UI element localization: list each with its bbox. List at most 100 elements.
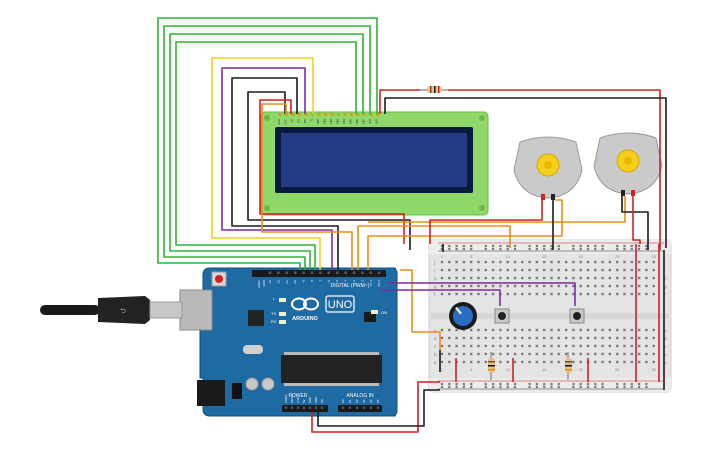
- breadboard-hole[interactable]: [477, 268, 480, 272]
- breadboard-hole[interactable]: [484, 360, 487, 364]
- rail-hole[interactable]: [623, 247, 626, 251]
- breadboard-hole[interactable]: [608, 336, 612, 340]
- breadboard-hole[interactable]: [557, 268, 560, 272]
- breadboard-hole[interactable]: [470, 276, 473, 280]
- breadboard-hole[interactable]: [477, 336, 480, 340]
- power-pin[interactable]: [320, 406, 324, 409]
- breadboard-hole[interactable]: [448, 260, 451, 264]
- breadboard-hole[interactable]: [499, 352, 502, 356]
- breadboard-hole[interactable]: [630, 360, 633, 364]
- rail-hole[interactable]: [440, 385, 444, 389]
- black-wire[interactable]: [247, 91, 411, 250]
- rail-hole[interactable]: [440, 247, 444, 251]
- breadboard-hole[interactable]: [477, 344, 480, 348]
- breadboard-hole[interactable]: [506, 344, 509, 348]
- breadboard-hole[interactable]: [470, 344, 473, 348]
- rail-hole[interactable]: [579, 382, 582, 386]
- usb-cable[interactable]: ⮌: [40, 296, 183, 324]
- breadboard-hole[interactable]: [652, 352, 655, 356]
- breadboard-hole[interactable]: [579, 352, 582, 356]
- breadboard-hole[interactable]: [586, 352, 590, 356]
- breadboard-hole[interactable]: [557, 352, 560, 356]
- breadboard-hole[interactable]: [477, 292, 480, 296]
- rail-hole[interactable]: [513, 385, 517, 389]
- breadboard-hole[interactable]: [572, 352, 575, 356]
- breadboard-hole[interactable]: [579, 292, 582, 296]
- rail-hole[interactable]: [645, 382, 648, 386]
- breadboard-hole[interactable]: [557, 360, 560, 364]
- breadboard-hole[interactable]: [623, 292, 626, 296]
- breadboard-hole[interactable]: [594, 276, 597, 280]
- red-wire[interactable]: [259, 99, 405, 244]
- rail-hole[interactable]: [543, 247, 546, 251]
- breadboard-hole[interactable]: [572, 360, 575, 364]
- breadboard-hole[interactable]: [601, 284, 604, 288]
- breadboard-hole[interactable]: [564, 268, 568, 272]
- red-wire[interactable]: [311, 381, 440, 433]
- analog-pin[interactable]: [355, 406, 359, 409]
- rail-hole[interactable]: [455, 247, 458, 251]
- rail-hole[interactable]: [455, 382, 458, 386]
- dc-motor-2[interactable]: [593, 132, 663, 196]
- breadboard-hole[interactable]: [637, 344, 641, 348]
- breadboard-hole[interactable]: [652, 268, 655, 272]
- orange-wire[interactable]: [367, 199, 563, 270]
- breadboard-hole[interactable]: [601, 360, 604, 364]
- breadboard-hole[interactable]: [535, 292, 539, 296]
- breadboard-hole[interactable]: [491, 276, 495, 280]
- breadboard-hole[interactable]: [521, 360, 524, 364]
- rail-hole[interactable]: [499, 385, 502, 389]
- breadboard-hole[interactable]: [637, 260, 641, 264]
- breadboard-hole[interactable]: [630, 328, 633, 332]
- rail-hole[interactable]: [638, 385, 641, 389]
- breadboard-hole[interactable]: [645, 336, 648, 340]
- breadboard-hole[interactable]: [645, 352, 648, 356]
- power-pin[interactable]: [308, 406, 312, 409]
- analog-pin[interactable]: [348, 406, 352, 409]
- breadboard-hole[interactable]: [528, 360, 531, 364]
- rail-hole[interactable]: [630, 382, 633, 386]
- rail-hole[interactable]: [616, 247, 619, 251]
- lcd-pin[interactable]: [278, 113, 282, 116]
- breadboard-hole[interactable]: [528, 344, 531, 348]
- breadboard-hole[interactable]: [543, 284, 546, 288]
- breadboard-hole[interactable]: [594, 292, 597, 296]
- rail-hole[interactable]: [586, 244, 590, 248]
- breadboard-hole[interactable]: [535, 284, 539, 288]
- rail-hole[interactable]: [448, 247, 451, 251]
- breadboard-hole[interactable]: [608, 352, 612, 356]
- digital-pin[interactable]: [319, 271, 322, 275]
- breadboard-hole[interactable]: [462, 352, 466, 356]
- breadboard-hole[interactable]: [499, 360, 502, 364]
- breadboard-hole[interactable]: [528, 328, 531, 332]
- breadboard-hole[interactable]: [586, 328, 590, 332]
- rail-hole[interactable]: [543, 382, 546, 386]
- breadboard-hole[interactable]: [572, 328, 575, 332]
- breadboard-hole[interactable]: [484, 260, 487, 264]
- rail-hole[interactable]: [638, 244, 641, 248]
- breadboard-hole[interactable]: [491, 344, 495, 348]
- breadboard-hole[interactable]: [543, 268, 546, 272]
- rail-hole[interactable]: [623, 382, 626, 386]
- green-wire[interactable]: [169, 33, 364, 270]
- breadboard-hole[interactable]: [550, 260, 553, 264]
- breadboard-hole[interactable]: [484, 352, 487, 356]
- rail-hole[interactable]: [579, 247, 582, 251]
- black-wire[interactable]: [317, 389, 440, 427]
- breadboard-hole[interactable]: [477, 260, 480, 264]
- breadboard-hole[interactable]: [572, 292, 575, 296]
- breadboard-hole[interactable]: [521, 268, 524, 272]
- breadboard-hole[interactable]: [477, 276, 480, 280]
- breadboard-hole[interactable]: [440, 328, 444, 332]
- rail-hole[interactable]: [638, 247, 641, 251]
- breadboard-hole[interactable]: [608, 276, 612, 280]
- breadboard-hole[interactable]: [564, 344, 568, 348]
- purple-wire[interactable]: [380, 289, 501, 306]
- rail-hole[interactable]: [616, 385, 619, 389]
- lcd-pin[interactable]: [298, 113, 301, 116]
- rail-hole[interactable]: [513, 244, 517, 248]
- breadboard-hole[interactable]: [543, 352, 546, 356]
- rail-hole[interactable]: [543, 244, 546, 248]
- breadboard-hole[interactable]: [491, 352, 495, 356]
